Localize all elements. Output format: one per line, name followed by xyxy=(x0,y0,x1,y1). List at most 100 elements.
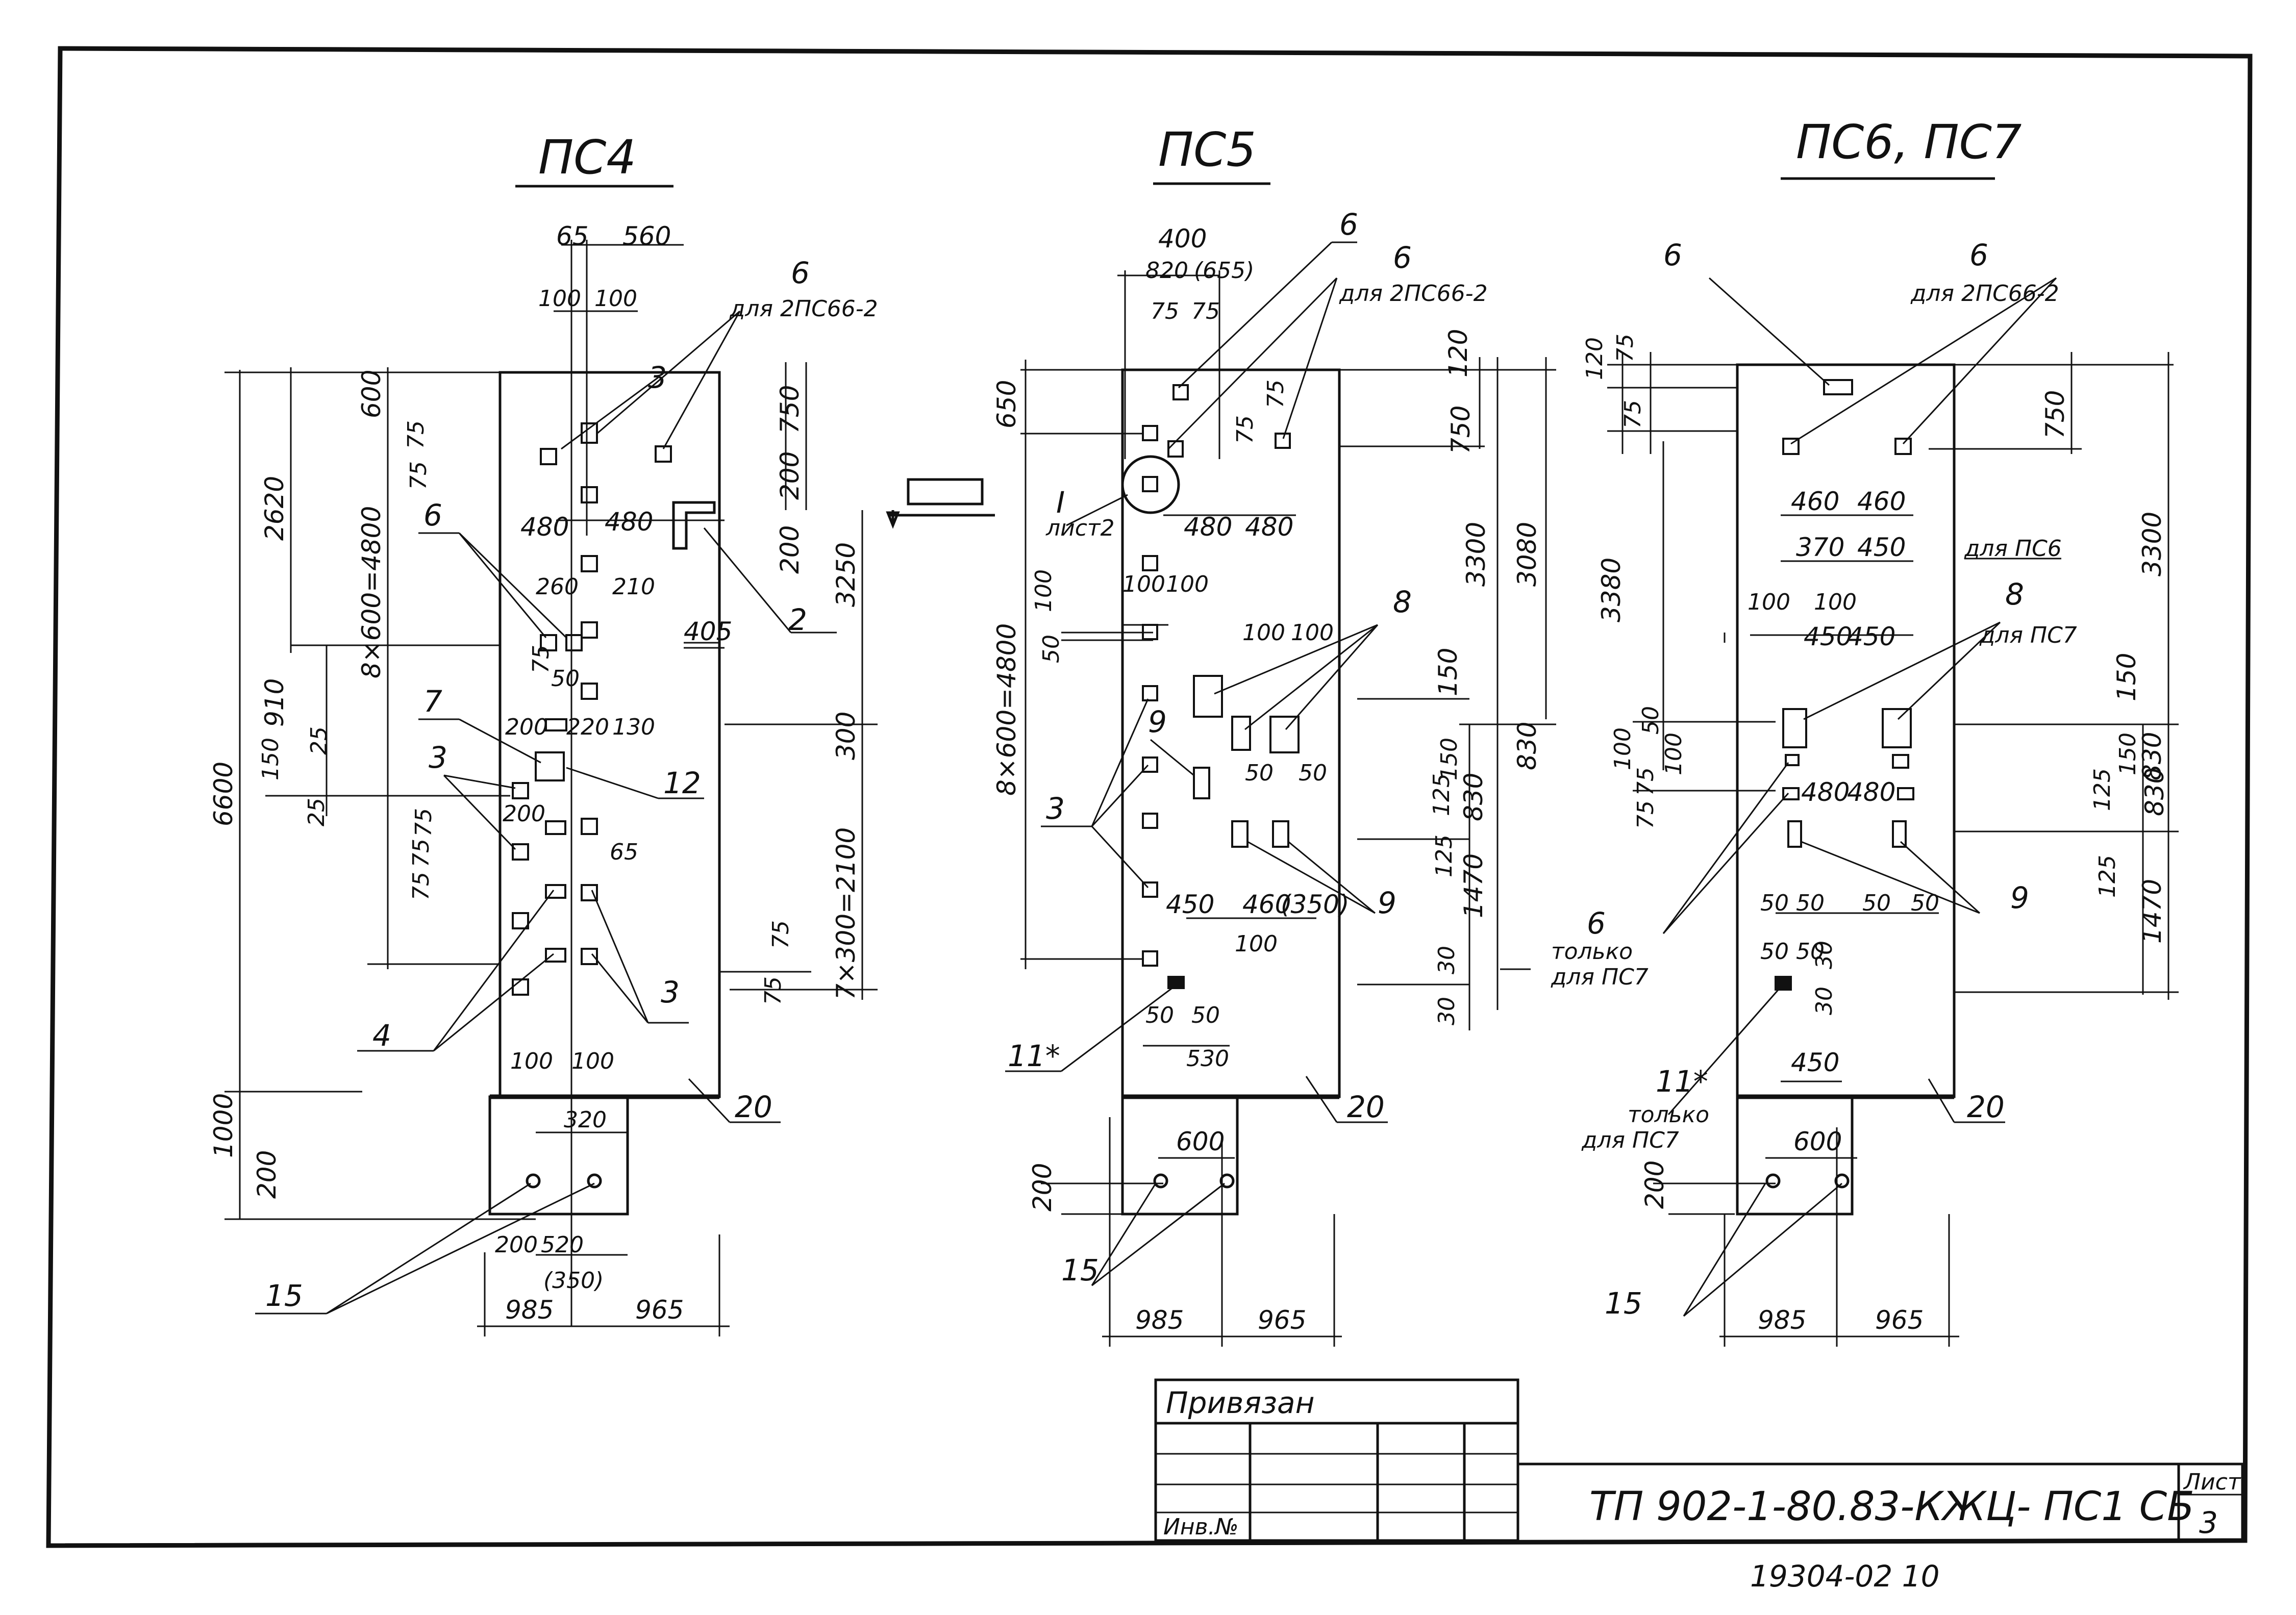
dim-label: 6600 xyxy=(209,762,238,826)
embed-plate-large xyxy=(1882,708,1912,748)
sheet-frame xyxy=(46,46,2253,1548)
dim-label: 75 xyxy=(406,461,432,490)
dim-label: 750 xyxy=(1446,406,1476,454)
dim-label: 8×600=4800 xyxy=(992,623,1021,796)
dim-label: 25 xyxy=(304,798,330,826)
embed-plate xyxy=(1275,433,1291,449)
dim-label: 50 xyxy=(1638,706,1664,735)
dim-label: 3080 xyxy=(1512,522,1542,587)
dim-label: 965 xyxy=(635,1295,684,1325)
embed-plate xyxy=(581,683,598,700)
embed-plate xyxy=(1782,787,1800,800)
dim-label: 75 xyxy=(768,920,794,949)
embed-plate xyxy=(1894,438,1912,455)
dim-label: 200 xyxy=(775,525,805,574)
dim-label: 50 xyxy=(1796,890,1825,916)
dim-label: 1470 xyxy=(2137,879,2167,944)
dim-label: 450 xyxy=(1857,533,1906,562)
privyazan-label: Привязан xyxy=(1166,1385,1315,1420)
panel-ps4: ПС4 xyxy=(209,130,878,1336)
callout-number: 15 xyxy=(1061,1253,1099,1288)
dim-label: 125 xyxy=(2089,768,2115,811)
dim-label: 480 xyxy=(1847,777,1895,807)
panel-body xyxy=(1736,363,1956,1098)
dim-label: 450 xyxy=(1847,622,1895,651)
dim-label: 150 xyxy=(2115,733,2141,775)
dimension-labels: 400 820 (655) 75 75 650 8×600=4800 200 1… xyxy=(992,224,1542,1335)
embed-plate xyxy=(540,634,557,651)
sheet-number: 3 xyxy=(2199,1505,2218,1540)
dimension-lines xyxy=(1607,352,2179,1347)
dim-label: 30 xyxy=(1434,997,1460,1025)
dim-label: 100 xyxy=(1166,571,1209,597)
dim-label: 560 xyxy=(622,221,671,251)
callout-note: только xyxy=(1628,1102,1709,1128)
anchor-hole xyxy=(1153,1173,1168,1189)
dim-label: 75 xyxy=(1612,334,1638,362)
embed-plate xyxy=(1231,820,1249,848)
dim-label: 100 xyxy=(571,1048,614,1074)
detail-circle xyxy=(1121,455,1180,514)
embed-plate xyxy=(1892,754,1909,769)
callouts: 6 6 для 2ПС66-2 для ПС6 8 для ПС7 6 толь… xyxy=(1551,238,2077,1321)
dim-label: 1000 xyxy=(209,1093,238,1158)
embed-plate xyxy=(581,486,598,503)
embed-plate xyxy=(1142,756,1158,773)
callout-number: 4 xyxy=(372,1018,391,1053)
embed-plate-large xyxy=(1193,675,1223,718)
dim-label: (350) xyxy=(543,1268,604,1294)
embed-plate xyxy=(512,978,529,996)
dim-label: 820 xyxy=(1145,258,1188,284)
dim-label: 965 xyxy=(1875,1305,1924,1335)
dim-label: 120 xyxy=(1443,329,1473,377)
embed-plate xyxy=(581,555,598,572)
panel-ps5: ПС5 xyxy=(992,122,1556,1347)
dim-label: 100 xyxy=(1122,571,1165,597)
dim-label: 300 xyxy=(831,712,861,760)
dim-label: 3300 xyxy=(2137,512,2167,576)
callout-number: 20 xyxy=(1347,1090,1385,1124)
dim-label: 75 xyxy=(408,839,434,867)
dim-label: 460 xyxy=(1857,487,1906,516)
dim-label: 100 xyxy=(1610,727,1636,770)
dim-label: 50 xyxy=(1038,635,1064,663)
callout-note: для ПС7 xyxy=(1979,622,2077,648)
dim-label: 30 xyxy=(1434,946,1460,974)
callout-number: 6 xyxy=(1339,207,1358,242)
callout-number: 20 xyxy=(735,1090,772,1124)
dim-label: 400 xyxy=(1158,224,1207,254)
dimension-lines xyxy=(1020,270,1556,1347)
dim-label: 910 xyxy=(260,678,289,727)
embed-plate xyxy=(581,621,598,639)
callout-number: 6 xyxy=(791,256,810,290)
dim-label: 600 xyxy=(1176,1127,1225,1156)
dim-label: 75 xyxy=(1232,415,1258,444)
callout-number: I xyxy=(1056,485,1065,520)
dim-label: 405 xyxy=(684,617,732,646)
callout-number: 9 xyxy=(1378,886,1396,920)
dim-label: 8×600=4800 xyxy=(357,506,386,678)
embed-plate xyxy=(545,948,566,963)
dimension-labels: 65 560 100 100 6600 2620 910 1000 200 60… xyxy=(209,221,861,1325)
dim-label: 75 xyxy=(1633,800,1659,829)
callout-note: для ПС6 xyxy=(1964,536,2062,562)
callout-number: 2 xyxy=(788,602,807,637)
dim-label: 150 xyxy=(2112,653,2141,701)
anchor-hole xyxy=(1765,1173,1781,1189)
dim-label: 100 xyxy=(1291,620,1334,646)
embed-plate-large xyxy=(1782,708,1807,748)
dim-label: 1470 xyxy=(1459,853,1488,918)
embed-plate-large xyxy=(1269,716,1300,753)
dim-label: 530 xyxy=(1186,1046,1229,1072)
dim-label: 200 xyxy=(775,451,805,500)
dim-label: 600 xyxy=(357,370,386,418)
dim-label: 460 xyxy=(1242,890,1291,919)
anchor-hole xyxy=(587,1173,602,1189)
dim-label: 75 xyxy=(1633,767,1659,796)
callout-number: 8 xyxy=(2005,577,2024,612)
dim-label: 600 xyxy=(1793,1127,1842,1156)
embed-plate xyxy=(1142,476,1158,492)
dim-label: 985 xyxy=(1758,1305,1806,1335)
dim-label: 985 xyxy=(505,1295,554,1325)
embed-plate xyxy=(512,843,529,861)
